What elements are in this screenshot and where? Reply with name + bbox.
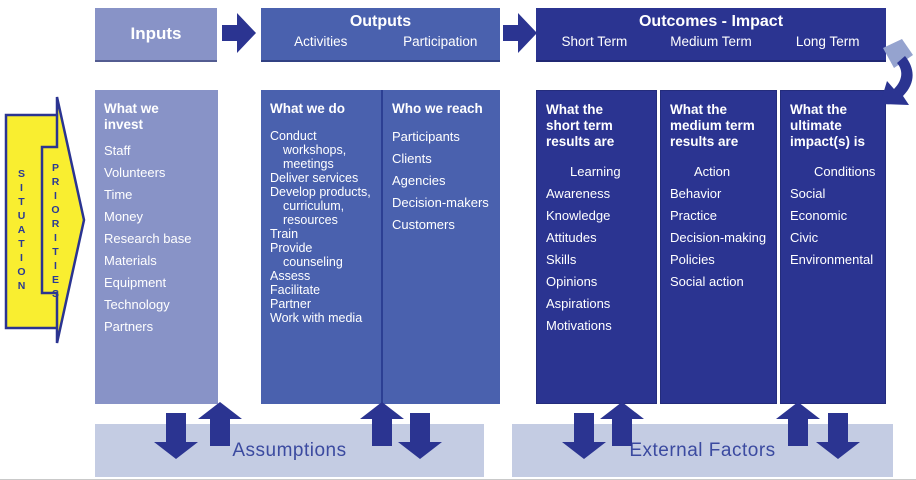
column-header: Who we reach: [392, 101, 483, 116]
assumptions-label: Assumptions: [232, 439, 347, 461]
list-item: Technology: [104, 297, 170, 312]
list-item: Social action: [670, 274, 744, 289]
down-arrow-icon: [154, 413, 198, 459]
list-item: Clients: [392, 151, 432, 166]
list-item: Civic: [790, 230, 819, 245]
banner-inputs: Inputs: [95, 8, 217, 62]
list-item: Assess: [270, 269, 311, 283]
down-arrow-icon: [816, 413, 860, 459]
list-item: Provide counseling: [270, 241, 343, 269]
list-item: Policies: [670, 252, 715, 267]
list-item: Knowledge: [546, 208, 611, 223]
list-item: Staff: [104, 143, 131, 158]
up-arrow-icon: [600, 402, 644, 446]
banner-outputs-title: Outputs: [349, 13, 412, 30]
column-header: What we invest: [104, 101, 159, 132]
list-item: Learning: [570, 164, 621, 179]
list-item: Attitudes: [546, 230, 597, 245]
list-item: Motivations: [546, 318, 612, 333]
list-item: Materials: [104, 253, 157, 268]
list-item: Aspirations: [546, 296, 611, 311]
flow-arrow-icon: [222, 13, 256, 53]
banner-outcomes-title: Outcomes - Impact: [638, 13, 784, 30]
list-item: Action: [694, 164, 731, 179]
list-item: Research base: [104, 231, 192, 246]
up-arrow-icon: [198, 402, 242, 446]
list-item: Decision-making: [670, 230, 767, 245]
list-item: Volunteers: [104, 165, 166, 180]
down-arrow-icon: [562, 413, 606, 459]
feedback-loop-arrow-icon: [880, 39, 913, 105]
banner-sub-participation: Participation: [403, 34, 478, 49]
list-item: Economic: [790, 208, 848, 223]
column-header: What we do: [270, 101, 345, 116]
list-item: Customers: [392, 217, 455, 232]
column-header: What the ultimate impact(s) is: [790, 102, 866, 149]
list-item: Partner: [270, 297, 311, 311]
list-item: Conduct workshops, meetings: [270, 129, 347, 171]
column-header: What the medium term results are: [670, 102, 755, 149]
situation-label: SITUATION: [15, 168, 28, 294]
list-item: Social: [790, 186, 826, 201]
list-item: Participants: [392, 129, 460, 144]
banner-inputs-label: Inputs: [130, 24, 182, 43]
list-item: Agencies: [392, 173, 446, 188]
list-item: Deliver services: [270, 171, 359, 185]
list-item: Develop products, curriculum, resources: [270, 185, 371, 227]
banner-outcomes: Outcomes - Impact Short Term Medium Term…: [536, 8, 886, 62]
column-short-term: What the short term results are Learning…: [536, 90, 657, 404]
flow-arrow-icon: [503, 13, 537, 53]
list-item: Decision-makers: [392, 195, 489, 210]
list-item: Equipment: [104, 275, 167, 290]
list-item: Facilitate: [270, 283, 321, 297]
priorities-label: PRIORITIES: [49, 162, 62, 302]
list-item: Work with media: [270, 311, 363, 325]
external-factors-label: External Factors: [629, 439, 776, 461]
banner-sub-long-term: Long Term: [795, 34, 860, 49]
list-item: Partners: [104, 319, 154, 334]
list-item: Behavior: [670, 186, 722, 201]
priorities-arrow: [40, 96, 86, 344]
list-item: Conditions: [814, 164, 876, 179]
banner-sub-medium-term: Medium Term: [670, 34, 752, 49]
up-arrow-icon: [360, 402, 404, 446]
down-arrow-icon: [398, 413, 442, 459]
list-item: Train: [270, 227, 299, 241]
banner-sub-activities: Activities: [294, 34, 348, 49]
up-arrow-icon: [776, 402, 820, 446]
column-header: What the short term results are: [546, 102, 615, 149]
situation-priorities-shape: [4, 96, 86, 344]
list-item: Opinions: [546, 274, 598, 289]
list-item: Money: [104, 209, 144, 224]
column-long-term: What the ultimate impact(s) is Condition…: [780, 90, 886, 404]
banner-outputs: Outputs Activities Participation: [261, 8, 500, 62]
list-item: Time: [104, 187, 133, 202]
list-item: Skills: [546, 252, 577, 267]
list-item: Practice: [670, 208, 717, 223]
list-item: Awareness: [546, 186, 611, 201]
list-item: Environmental: [790, 252, 874, 267]
banner-sub-short-term: Short Term: [561, 34, 628, 49]
